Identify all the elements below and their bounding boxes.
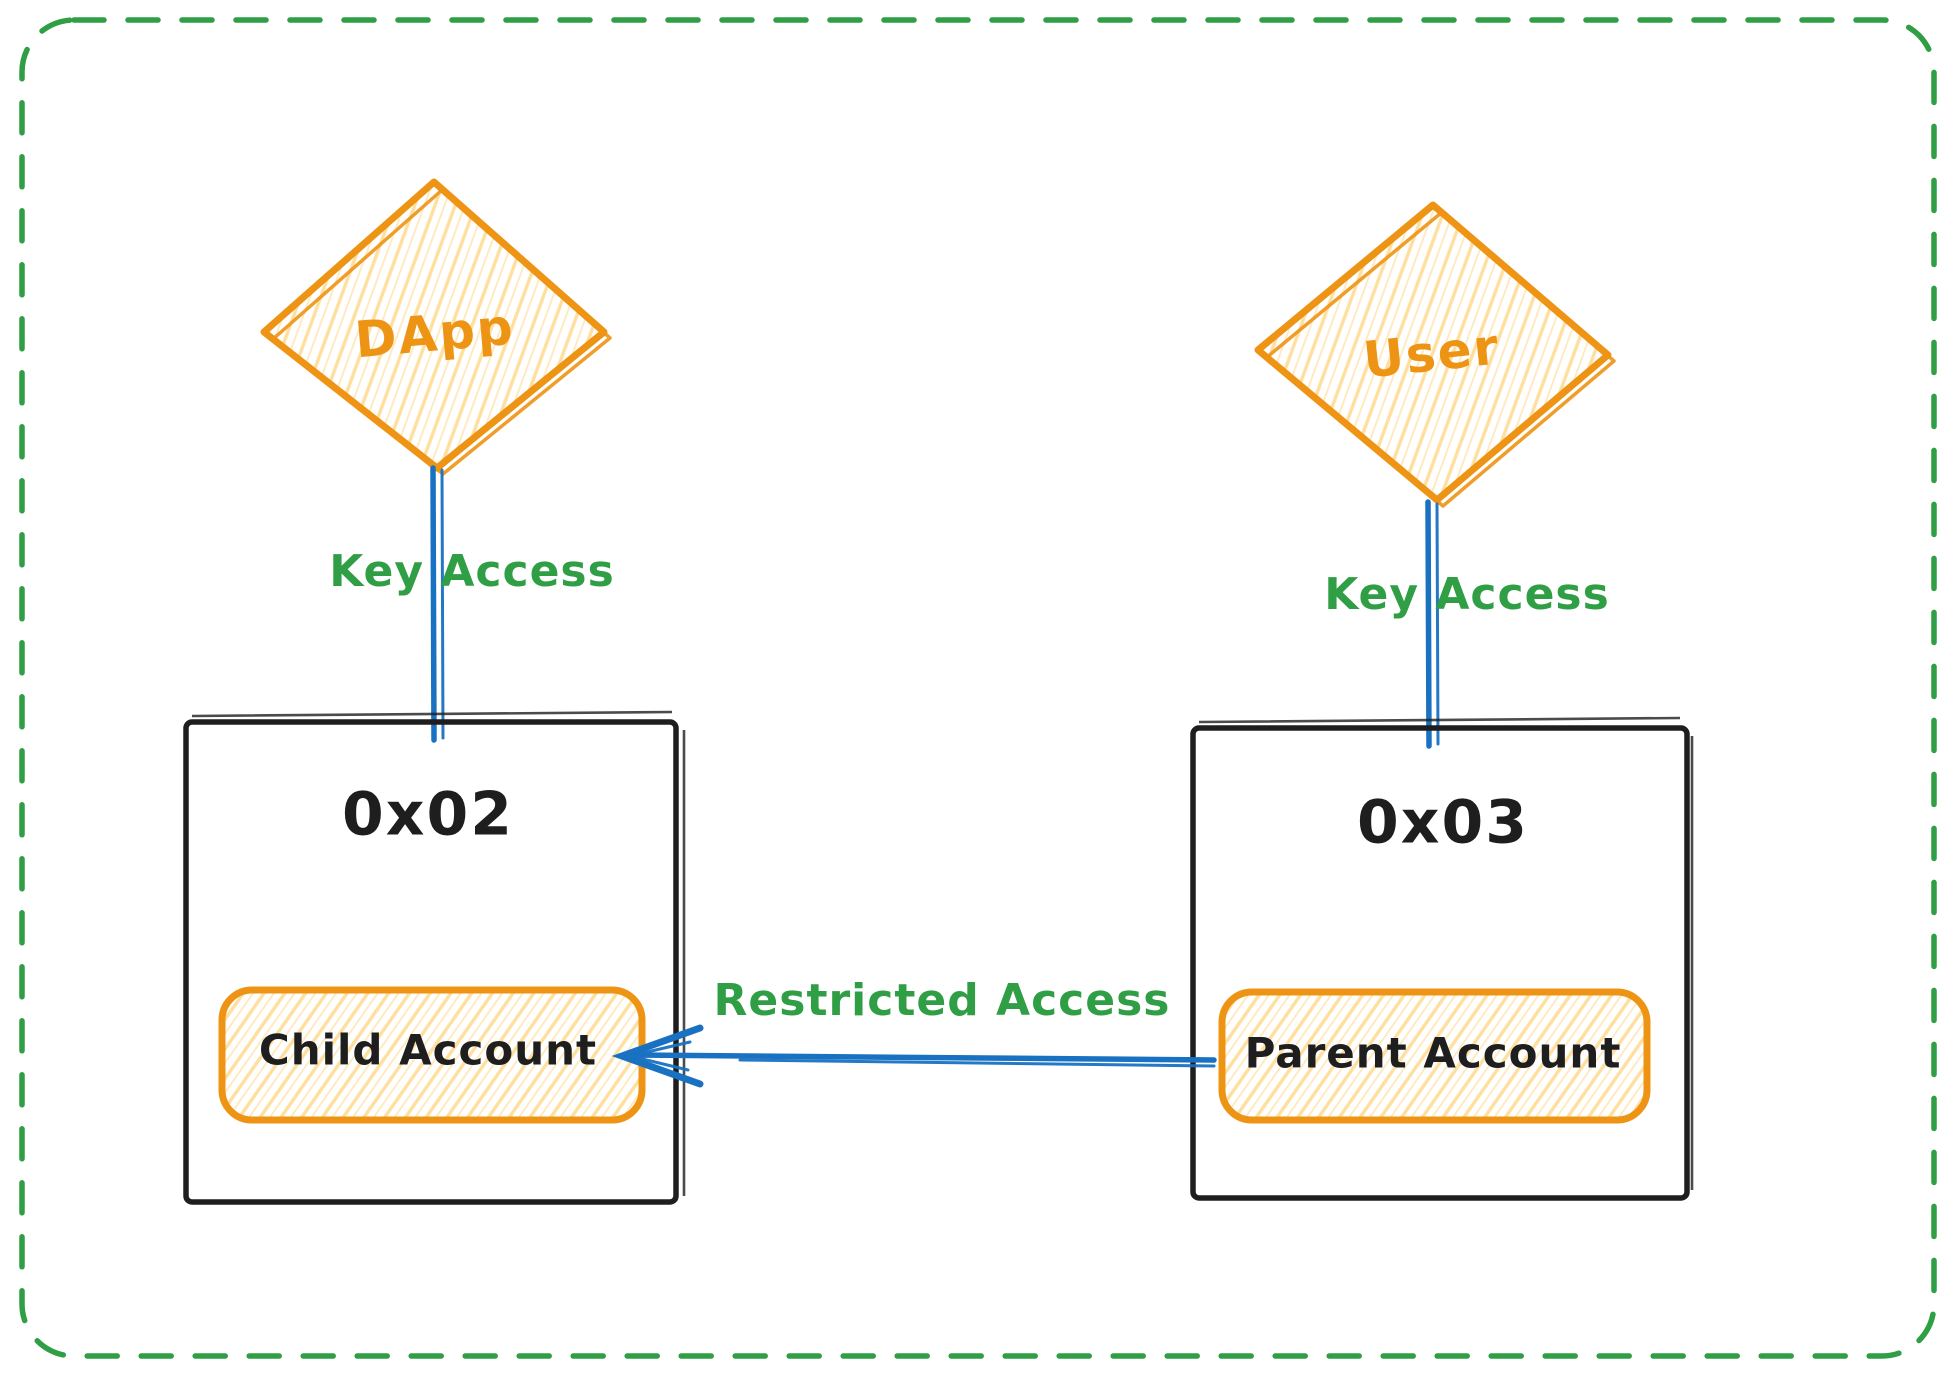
user-key-access-label: Key Access xyxy=(1324,569,1610,620)
account-box-0x03: 0x03 Parent Account xyxy=(1190,716,1694,1201)
restricted-access-line-overdraw xyxy=(738,1058,1216,1068)
user-key-access-edge: Key Access xyxy=(1324,499,1610,749)
dapp-key-access-label: Key Access xyxy=(329,546,615,597)
account-box-0x03-shape xyxy=(1190,725,1690,1201)
account-box-0x02-overdraw xyxy=(191,710,686,1196)
restricted-access-arrowhead-overdraw xyxy=(629,1040,692,1072)
user-key-line-overdraw xyxy=(1435,502,1440,746)
dapp-key-line xyxy=(430,465,437,743)
dapp-node: DApp xyxy=(260,178,612,476)
user-node-label: User xyxy=(1361,318,1503,390)
user-diamond-overdraw xyxy=(1264,211,1616,508)
account-box-0x03-overdraw xyxy=(1198,716,1694,1190)
parent-account-shape xyxy=(1218,988,1651,1124)
restricted-access-arrowhead xyxy=(611,1024,704,1088)
dapp-node-label: DApp xyxy=(353,298,517,370)
child-account-label: Child Account xyxy=(259,1026,597,1075)
restricted-access-line xyxy=(633,1052,1217,1063)
address-0x02-label: 0x02 xyxy=(342,780,514,850)
parent-account-label: Parent Account xyxy=(1245,1029,1622,1078)
dapp-key-line-overdraw xyxy=(440,468,445,740)
user-key-line xyxy=(1425,499,1432,749)
address-0x03-label: 0x03 xyxy=(1357,788,1529,858)
canvas-border xyxy=(19,17,1937,1359)
restricted-access-edge: Restricted Access xyxy=(611,975,1217,1088)
dapp-key-access-edge: Key Access xyxy=(329,465,615,743)
account-box-0x02-shape xyxy=(183,719,679,1205)
child-account-box: Child Account xyxy=(218,986,646,1124)
account-box-0x02: 0x02 Child Account xyxy=(183,710,686,1205)
user-node: User xyxy=(1254,201,1616,508)
restricted-access-label: Restricted Access xyxy=(714,975,1171,1026)
parent-account-box: Parent Account xyxy=(1218,988,1651,1124)
